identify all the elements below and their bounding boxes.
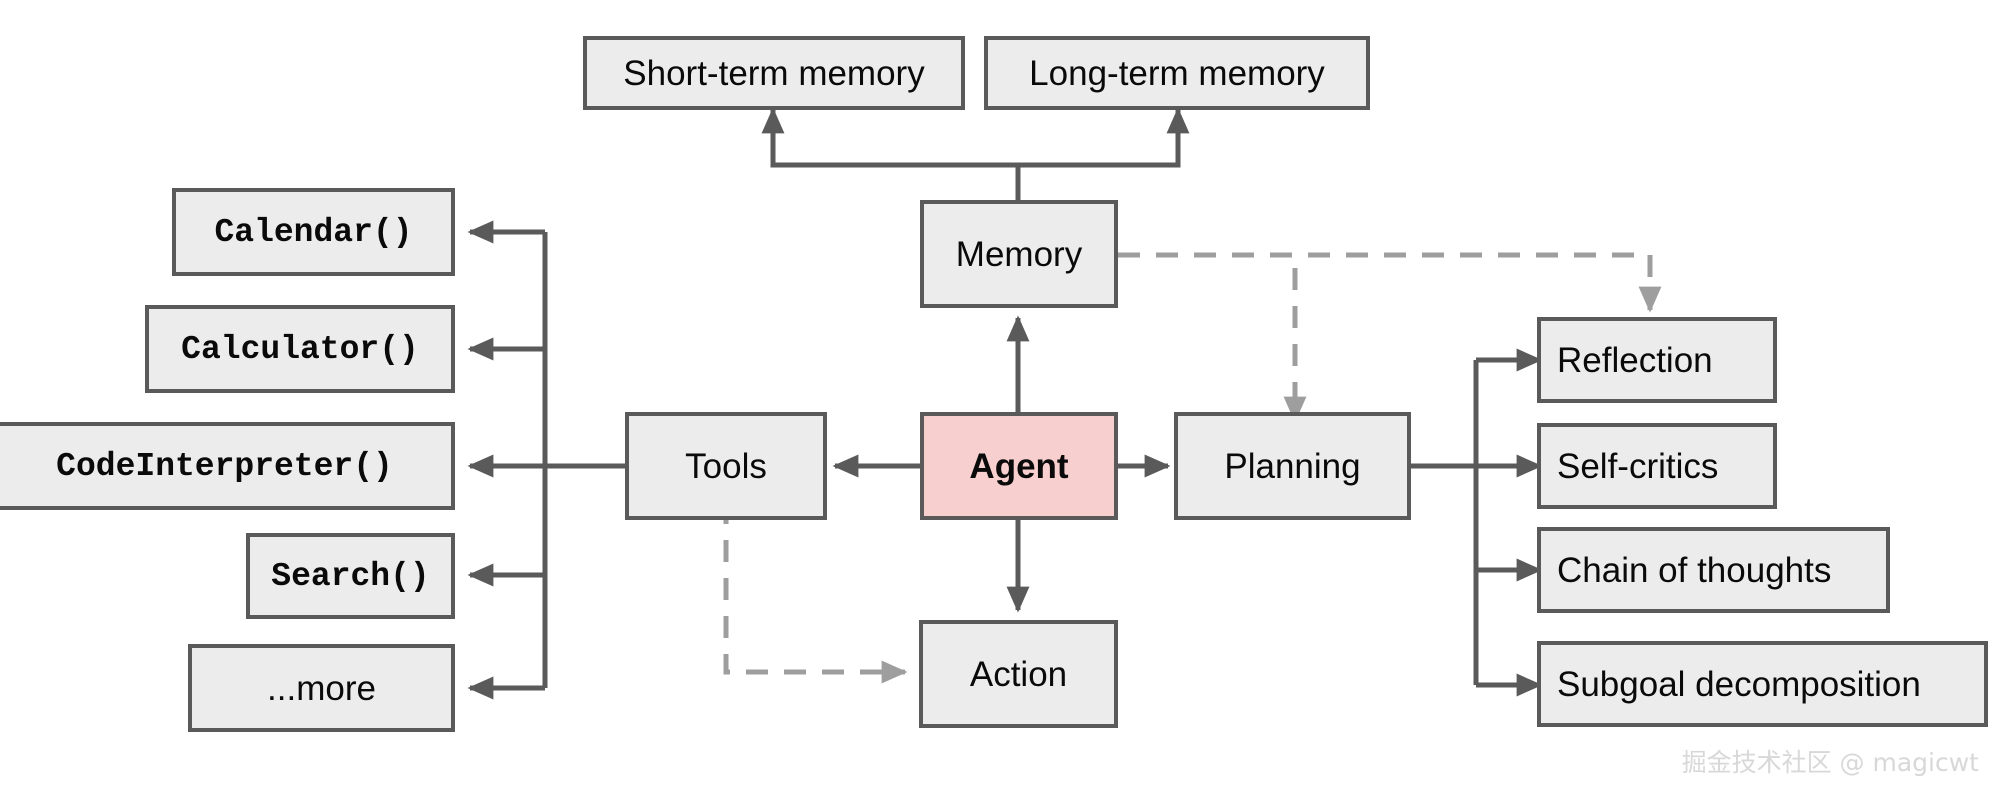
- node-short-term-memory[interactable]: Short-term memory: [583, 36, 965, 110]
- node-reflection[interactable]: Reflection: [1537, 317, 1777, 403]
- node-search[interactable]: Search(): [246, 533, 455, 619]
- edge-memory-planning-dashed: [1118, 252, 1307, 423]
- node-search-label: Search(): [271, 557, 430, 595]
- node-chain-of-thoughts[interactable]: Chain of thoughts: [1537, 527, 1890, 613]
- edge-memory-long-term: [1018, 107, 1190, 168]
- node-chain-of-thoughts-label: Chain of thoughts: [1557, 550, 1832, 590]
- node-subgoal-decomposition[interactable]: Subgoal decomposition: [1537, 641, 1988, 727]
- node-long-term-memory-label: Long-term memory: [1029, 53, 1325, 93]
- node-self-critics-label: Self-critics: [1557, 446, 1719, 486]
- node-tools[interactable]: Tools: [625, 412, 827, 520]
- node-calendar-label: Calendar(): [214, 213, 413, 251]
- edge-memory-reflection-dashed: [1118, 252, 1662, 313]
- node-long-term-memory[interactable]: Long-term memory: [984, 36, 1370, 110]
- node-planning[interactable]: Planning: [1174, 412, 1411, 520]
- node-more-label: ...more: [267, 668, 376, 708]
- node-subgoal-decomposition-label: Subgoal decomposition: [1557, 664, 1921, 704]
- node-code-interpreter-label: CodeInterpreter(): [56, 447, 393, 485]
- node-calculator-label: Calculator(): [181, 330, 419, 368]
- node-memory[interactable]: Memory: [920, 200, 1118, 308]
- node-short-term-memory-label: Short-term memory: [623, 53, 925, 93]
- node-calculator[interactable]: Calculator(): [145, 305, 455, 393]
- watermark-text: 掘金技术社区 @ magicwt: [1681, 748, 1979, 777]
- node-action-label: Action: [969, 654, 1068, 694]
- edge-tools-action-dashed: [723, 502, 908, 684]
- node-reflection-label: Reflection: [1557, 340, 1713, 380]
- node-calendar[interactable]: Calendar(): [172, 188, 455, 276]
- node-agent-label: Agent: [969, 446, 1069, 486]
- node-planning-label: Planning: [1224, 446, 1361, 486]
- node-self-critics[interactable]: Self-critics: [1537, 423, 1777, 509]
- node-more[interactable]: ...more: [188, 644, 455, 732]
- node-tools-label: Tools: [685, 446, 767, 486]
- node-agent[interactable]: Agent: [920, 412, 1118, 520]
- node-memory-label: Memory: [955, 234, 1083, 274]
- node-code-interpreter[interactable]: CodeInterpreter(): [0, 422, 455, 510]
- edge-memory-short-term: [761, 107, 1018, 168]
- node-action[interactable]: Action: [919, 620, 1118, 728]
